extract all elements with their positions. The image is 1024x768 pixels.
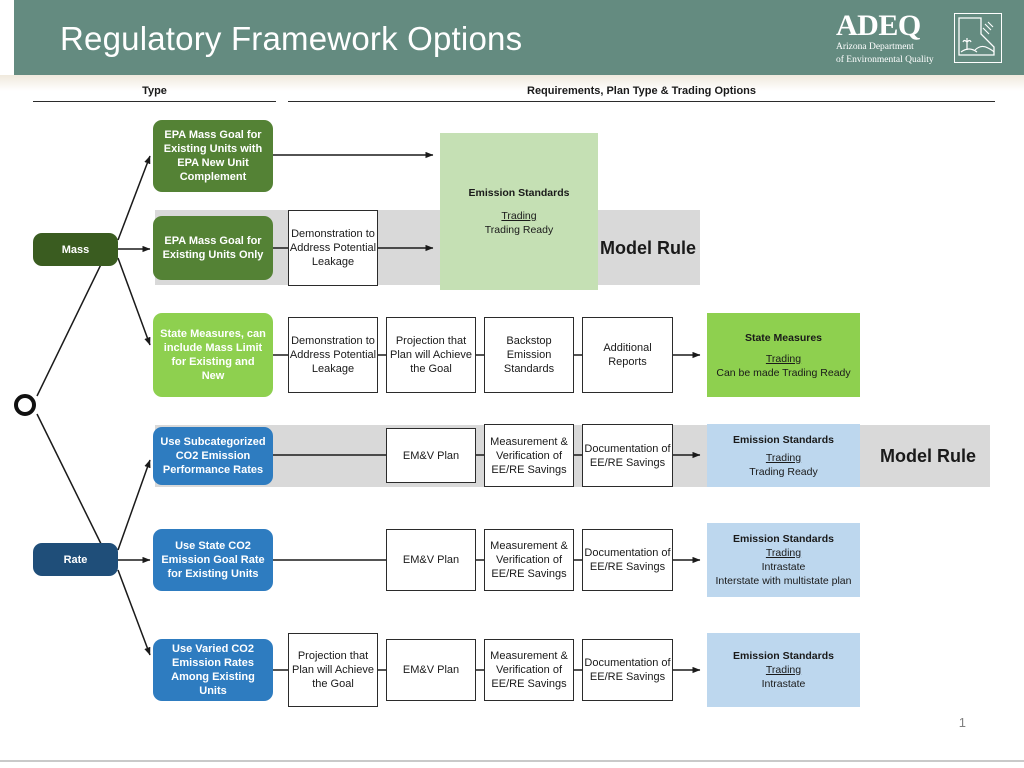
outcome-title-row4: Emission Standards <box>733 433 834 446</box>
step-demonstration-leakage-row3[interactable]: Demonstration to Address Potential Leaka… <box>288 317 378 393</box>
outcome-trading-line2-row5: Interstate with multistate plan <box>715 575 852 587</box>
page-title: Regulatory Framework Options <box>60 20 523 57</box>
model-rule-mass-label: Model Rule <box>599 237 696 258</box>
step-demonstration-leakage-row3-label: Demonstration to Address Potential Leaka… <box>289 335 377 375</box>
outcome-trading-label-row5: Trading <box>765 547 802 559</box>
outcome-trading-label-row4: Trading <box>765 451 802 464</box>
outcome-state-measures[interactable]: State Measures Trading Can be made Tradi… <box>707 313 860 397</box>
adeq-acronym: ADEQ <box>836 9 921 42</box>
step-demonstration-leakage-row2-label: Demonstration to Address Potential Leaka… <box>289 228 377 268</box>
footer-divider <box>0 760 1024 762</box>
step-backstop-standards-row3-label: Backstop Emission Standards <box>503 335 555 375</box>
option-state-goal-rate-label: Use State CO2 Emission Goal Rate for Exi… <box>161 540 265 580</box>
outcome-trading-label-row6: Trading <box>765 664 802 676</box>
model-rule-rate-label: Model Rule <box>879 445 976 466</box>
outcome-title-row6: Emission Standards <box>733 650 834 662</box>
option-varied-rates[interactable]: Use Varied CO2 Emission Rates Among Exis… <box>153 639 273 701</box>
option-epa-mass-existing-only-label: EPA Mass Goal for Existing Units Only <box>162 235 264 261</box>
outcome-title-row1: Emission Standards <box>468 187 570 199</box>
outcome-emission-standards-subcategorized[interactable]: Emission Standards Trading Trading Ready <box>707 424 860 487</box>
step-measurement-verification-row5[interactable]: Measurement & Verification of EE/RE Savi… <box>484 529 574 591</box>
column-rule-requirements <box>288 101 995 102</box>
adeq-subtitle-line2: of Environmental Quality <box>836 54 934 65</box>
step-documentation-savings-row6-label: Documentation of EE/RE Savings <box>584 657 671 683</box>
option-state-goal-rate[interactable]: Use State CO2 Emission Goal Rate for Exi… <box>153 529 273 591</box>
step-projection-goal-row3-label: Projection that Plan will Achieve the Go… <box>390 335 472 375</box>
step-measurement-verification-row6-label: Measurement & Verification of EE/RE Savi… <box>490 650 568 690</box>
slide-header: Regulatory Framework Options ADEQ Arizon… <box>0 0 1024 75</box>
type-node-mass-label: Mass <box>61 243 90 256</box>
step-backstop-standards-row3[interactable]: Backstop Emission Standards <box>484 317 574 393</box>
step-emv-plan-row5-label: EM&V Plan <box>402 554 460 566</box>
step-projection-goal-row6[interactable]: Projection that Plan will Achieve the Go… <box>288 633 378 707</box>
adeq-logo: ADEQ Arizona Department of Environmental… <box>836 9 1002 65</box>
step-additional-reports-row3[interactable]: Additional Reports <box>582 317 673 393</box>
option-subcategorized-rates[interactable]: Use Subcategorized CO2 Emission Performa… <box>153 427 273 485</box>
step-documentation-savings-row6[interactable]: Documentation of EE/RE Savings <box>582 639 673 701</box>
option-epa-mass-new-unit-label: EPA Mass Goal for Existing Units with EP… <box>163 129 263 183</box>
outcome-trading-label-row3: Trading <box>765 352 802 365</box>
step-projection-goal-row3[interactable]: Projection that Plan will Achieve the Go… <box>386 317 476 393</box>
header-shadow-wash <box>0 75 1024 91</box>
arizona-state-icon <box>954 13 1002 63</box>
column-heading-type: Type <box>142 85 167 97</box>
outcome-trading-line-row3: Can be made Trading Ready <box>716 366 851 379</box>
option-state-measures[interactable]: State Measures, can include Mass Limit f… <box>153 313 273 397</box>
adeq-logo-text: ADEQ Arizona Department of Environmental… <box>836 9 956 65</box>
outcome-emission-standards-varied-rates[interactable]: Emission Standards Trading Intrastate <box>707 633 860 707</box>
model-rule-rate: Model Rule <box>866 424 990 487</box>
type-node-rate[interactable]: Rate <box>33 543 118 576</box>
outcome-trading-line1-row5: Intrastate <box>761 561 806 573</box>
outcome-trading-label-row1: Trading <box>501 210 537 222</box>
step-measurement-verification-row4-label: Measurement & Verification of EE/RE Savi… <box>490 435 568 476</box>
step-emv-plan-row4[interactable]: EM&V Plan <box>386 428 476 483</box>
outcome-title-row5: Emission Standards <box>733 533 834 545</box>
type-node-mass[interactable]: Mass <box>33 233 118 266</box>
column-heading-requirements: Requirements, Plan Type & Trading Option… <box>527 85 756 97</box>
outcome-trading-line-row1: Trading Ready <box>484 224 554 236</box>
model-rule-mass: Model Rule <box>598 210 698 285</box>
option-epa-mass-new-unit[interactable]: EPA Mass Goal for Existing Units with EP… <box>153 120 273 192</box>
option-state-measures-label: State Measures, can include Mass Limit f… <box>160 328 266 382</box>
step-projection-goal-row6-label: Projection that Plan will Achieve the Go… <box>292 650 374 690</box>
step-measurement-verification-row5-label: Measurement & Verification of EE/RE Savi… <box>490 540 568 580</box>
header-left-edge <box>0 0 14 75</box>
step-emv-plan-row4-label: EM&V Plan <box>402 449 460 462</box>
page-number: 1 <box>958 715 966 730</box>
step-emv-plan-row6[interactable]: EM&V Plan <box>386 639 476 701</box>
step-measurement-verification-row6[interactable]: Measurement & Verification of EE/RE Savi… <box>484 639 574 701</box>
step-measurement-verification-row4[interactable]: Measurement & Verification of EE/RE Savi… <box>484 424 574 487</box>
type-node-rate-label: Rate <box>63 553 88 566</box>
adeq-subtitle-line1: Arizona Department <box>836 42 914 52</box>
step-documentation-savings-row5-label: Documentation of EE/RE Savings <box>584 547 671 573</box>
column-rule-type <box>33 101 276 102</box>
option-varied-rates-label: Use Varied CO2 Emission Rates Among Exis… <box>171 643 255 697</box>
step-demonstration-leakage-row2[interactable]: Demonstration to Address Potential Leaka… <box>288 210 378 286</box>
outcome-trading-line-row4: Trading Ready <box>749 465 818 478</box>
step-documentation-savings-row4-label: Documentation of EE/RE Savings <box>584 442 671 469</box>
step-emv-plan-row5[interactable]: EM&V Plan <box>386 529 476 591</box>
outcome-emission-standards-state-goal-rate[interactable]: Emission Standards Trading Intrastate In… <box>707 523 860 597</box>
step-documentation-savings-row5[interactable]: Documentation of EE/RE Savings <box>582 529 673 591</box>
step-documentation-savings-row4[interactable]: Documentation of EE/RE Savings <box>582 424 673 487</box>
option-epa-mass-existing-only[interactable]: EPA Mass Goal for Existing Units Only <box>153 216 273 280</box>
step-additional-reports-row3-label: Additional Reports <box>603 342 652 368</box>
outcome-emission-standards-mass-new-unit[interactable]: Emission Standards Trading Trading Ready <box>440 133 598 290</box>
outcome-title-row3: State Measures <box>744 331 823 344</box>
option-subcategorized-rates-label: Use Subcategorized CO2 Emission Performa… <box>160 436 266 476</box>
outcome-trading-line-row6: Intrastate <box>761 678 806 690</box>
start-node <box>14 394 36 416</box>
step-emv-plan-row6-label: EM&V Plan <box>402 664 460 676</box>
